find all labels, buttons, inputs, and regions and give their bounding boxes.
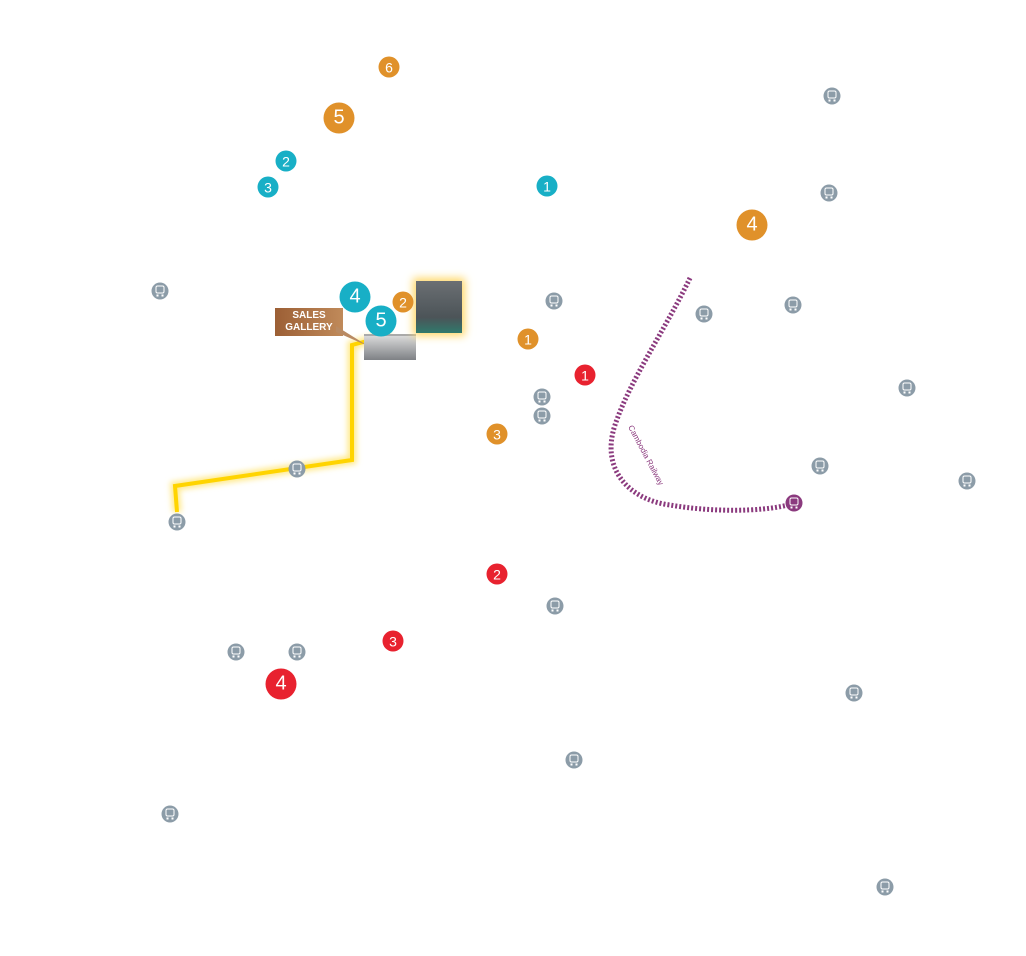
bus-stop-icon[interactable]: [565, 751, 583, 769]
red-poi-marker[interactable]: 4: [265, 668, 297, 700]
bus-stop-icon[interactable]: [546, 597, 564, 615]
red-poi-marker[interactable]: 1: [574, 364, 596, 386]
bus-stop-icon[interactable]: [845, 684, 863, 702]
bus-stop-icon[interactable]: [898, 379, 916, 397]
bus-stop-icon[interactable]: [533, 407, 551, 425]
bus-stop-icon[interactable]: [695, 305, 713, 323]
orange-poi-marker[interactable]: 1: [517, 328, 539, 350]
bus-stop-icon[interactable]: [288, 643, 306, 661]
bus-stop-icon[interactable]: [784, 296, 802, 314]
orange-poi-marker[interactable]: 5: [323, 102, 355, 134]
bus-stop-icon[interactable]: [823, 87, 841, 105]
sales-gallery-line1: SALES: [292, 310, 326, 321]
teal-poi-marker[interactable]: 4: [339, 281, 371, 313]
bus-stop-icon[interactable]: [227, 643, 245, 661]
bus-stop-icon[interactable]: [876, 878, 894, 896]
bus-stop-icon[interactable]: [161, 805, 179, 823]
red-poi-marker[interactable]: 2: [486, 563, 508, 585]
orange-poi-marker[interactable]: 6: [378, 56, 400, 78]
train-station-icon[interactable]: [785, 494, 803, 512]
orange-poi-marker[interactable]: 4: [736, 209, 768, 241]
cambodia-railway-line: [608, 276, 789, 513]
bus-stop-icon[interactable]: [820, 184, 838, 202]
bus-stop-icon[interactable]: [545, 292, 563, 310]
bus-stop-icon[interactable]: [288, 460, 306, 478]
bus-stop-icon[interactable]: [811, 457, 829, 475]
orange-poi-marker[interactable]: 2: [392, 291, 414, 313]
bus-stop-icon[interactable]: [151, 282, 169, 300]
sales-gallery-line2: GALLERY: [285, 322, 333, 333]
railway-label: Cambodia Railway: [626, 424, 665, 487]
route-to-project: [170, 330, 392, 513]
bus-stop-icon[interactable]: [533, 388, 551, 406]
teal-poi-marker[interactable]: 5: [365, 305, 397, 337]
red-poi-marker[interactable]: 3: [382, 630, 404, 652]
teal-poi-marker[interactable]: 1: [536, 175, 558, 197]
orange-poi-marker[interactable]: 3: [486, 423, 508, 445]
bus-stop-icon[interactable]: [168, 513, 186, 531]
sales-gallery-building: [364, 334, 416, 360]
teal-poi-marker[interactable]: 2: [275, 150, 297, 172]
project-tower-image: [416, 281, 462, 333]
bus-stop-icon[interactable]: [958, 472, 976, 490]
sales-gallery-label: SALES GALLERY: [275, 308, 343, 336]
sales-pointer: [336, 326, 368, 346]
teal-poi-marker[interactable]: 3: [257, 176, 279, 198]
